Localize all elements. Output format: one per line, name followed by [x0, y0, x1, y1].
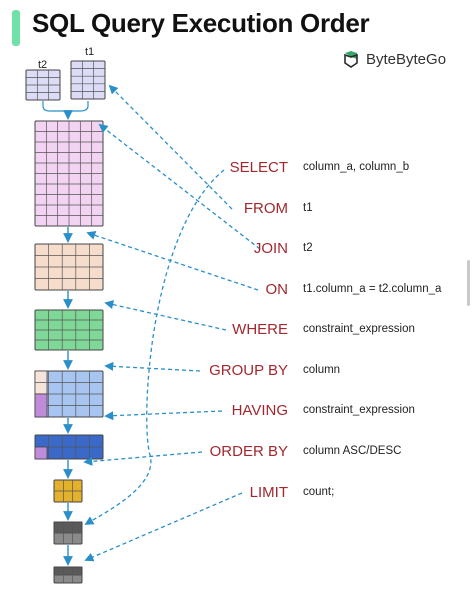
clause-value-having: constraint_expression — [303, 404, 415, 416]
clause-value-order-by: column ASC/DESC — [303, 445, 402, 457]
scrollbar[interactable] — [467, 260, 470, 306]
groupby-strip — [34, 393, 48, 418]
brand-name: ByteByteGo — [366, 50, 447, 68]
clause-keyword-limit: LIMIT — [249, 484, 288, 501]
table-t2-label: t2 — [38, 59, 47, 71]
from-arrow — [108, 84, 233, 210]
clause-keyword-on: ON — [265, 281, 289, 298]
on-table — [34, 243, 104, 291]
brand: ByteByteGo — [342, 50, 446, 68]
result-table — [53, 566, 83, 584]
clause-value-join: t2 — [303, 242, 313, 254]
clause-value-from: t1 — [303, 202, 313, 214]
groupby-arrow — [104, 361, 201, 372]
clause-value-select: column_a, column_b — [303, 161, 410, 173]
clause-keyword-where: WHERE — [232, 321, 288, 338]
having-strip — [34, 446, 48, 460]
orderby-arrow — [83, 451, 203, 466]
clause-value-where: constraint_expression — [303, 323, 415, 335]
limit-arrow — [84, 492, 243, 562]
table-t1 — [70, 60, 106, 100]
bytebytego-logo-icon — [344, 51, 358, 68]
clause-keyword-order-by: ORDER BY — [209, 443, 288, 460]
table-t2 — [25, 69, 61, 101]
arrows-layer — [63, 84, 261, 566]
orderby-table — [53, 479, 83, 503]
clause-keyword-group-by: GROUP BY — [209, 362, 288, 379]
clause-keyword-from: FROM — [243, 200, 288, 217]
page-title: SQL Query Execution Order — [32, 8, 370, 38]
clause-value-limit: count; — [303, 486, 335, 498]
having-arrow — [104, 410, 223, 421]
select-arrow — [84, 169, 225, 525]
where-table — [34, 309, 104, 351]
clause-value-group-by: column — [303, 364, 341, 376]
limit-table — [53, 521, 83, 545]
clause-keyword-join: JOIN — [253, 240, 288, 257]
join-arrow — [98, 123, 261, 250]
on-arrow — [86, 231, 259, 291]
clause-value-on: t1.column_a = t2.column_a — [303, 283, 442, 295]
tables-layer: t2 t1 — [25, 46, 106, 584]
joined-table — [34, 120, 104, 227]
table-t1-label: t1 — [85, 46, 94, 58]
clause-keyword-select: SELECT — [229, 159, 288, 176]
join-bracket — [42, 101, 89, 112]
title-accent-bar — [12, 10, 20, 46]
clause-keyword-having: HAVING — [231, 402, 288, 419]
